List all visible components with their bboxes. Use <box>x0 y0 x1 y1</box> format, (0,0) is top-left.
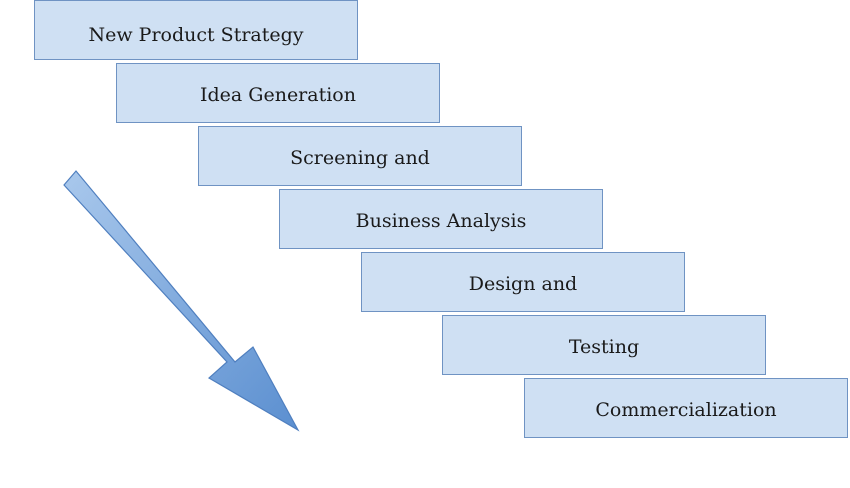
step-label: Testing <box>568 336 640 358</box>
step-label: Screening and <box>290 147 430 169</box>
arrow-shape <box>63 170 300 432</box>
step-label: Business Analysis <box>355 210 527 232</box>
step-label: Design and <box>468 273 578 295</box>
step-box-design: Design and <box>361 252 685 312</box>
step-box-new-product-strategy: New Product Strategy <box>34 0 358 60</box>
step-box-commercialization: Commercialization <box>524 378 848 438</box>
step-box-business-analysis: Business Analysis <box>279 189 603 249</box>
step-box-testing: Testing <box>442 315 766 375</box>
step-label: Idea Generation <box>200 84 356 106</box>
step-label: New Product Strategy <box>88 24 304 46</box>
step-box-idea-generation: Idea Generation <box>116 63 440 123</box>
step-label: Commercialization <box>595 399 777 421</box>
step-box-screening: Screening and <box>198 126 522 186</box>
